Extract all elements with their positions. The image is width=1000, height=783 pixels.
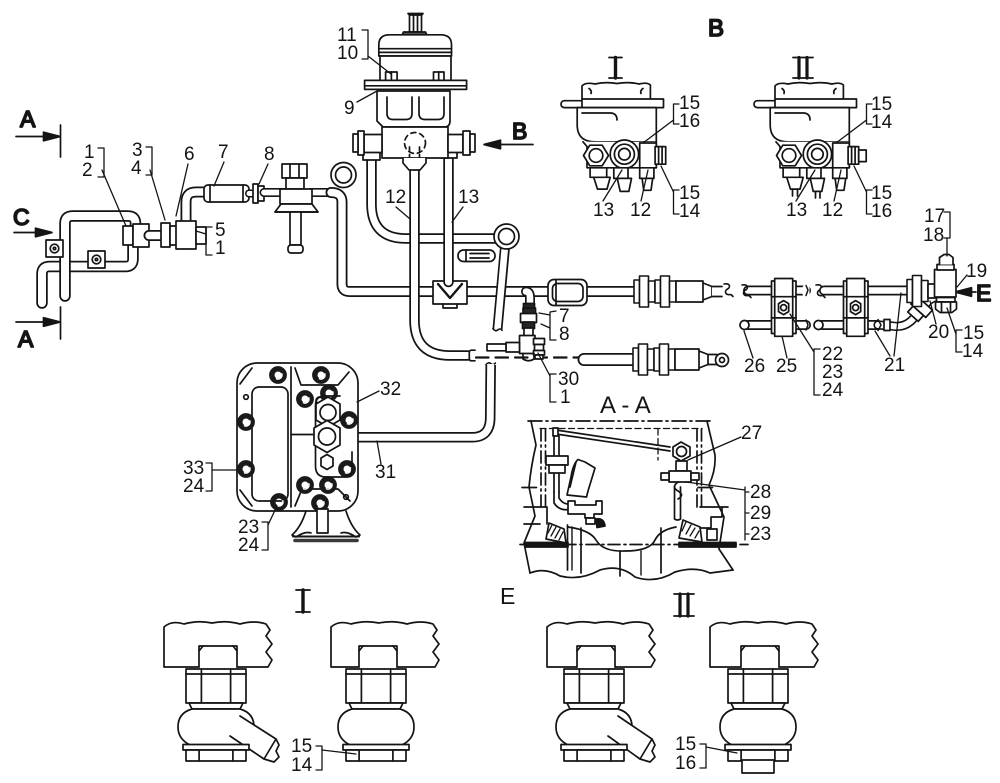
svg-text:33: 33: [183, 458, 204, 479]
svg-text:20: 20: [928, 322, 949, 343]
svg-text:3: 3: [132, 140, 143, 161]
svg-text:24: 24: [238, 535, 260, 556]
svg-text:19: 19: [966, 261, 987, 282]
svg-text:15: 15: [291, 736, 312, 757]
svg-text:13: 13: [593, 200, 614, 221]
svg-text:15: 15: [679, 93, 700, 114]
svg-text:23: 23: [750, 524, 771, 545]
svg-text:14: 14: [871, 112, 893, 133]
svg-text:12: 12: [630, 200, 651, 221]
svg-text:A - A: A - A: [600, 392, 651, 419]
svg-text:22: 22: [822, 344, 843, 365]
svg-text:11: 11: [337, 25, 357, 46]
svg-text:15: 15: [871, 183, 892, 204]
svg-text:14: 14: [291, 755, 313, 776]
svg-text:28: 28: [750, 482, 771, 503]
svg-text:18: 18: [923, 225, 944, 246]
svg-text:14: 14: [679, 201, 701, 222]
svg-text:2: 2: [82, 160, 93, 181]
svg-text:23: 23: [238, 517, 259, 538]
svg-text:1: 1: [215, 238, 226, 259]
svg-text:23: 23: [822, 362, 843, 383]
svg-text:12: 12: [385, 187, 406, 208]
svg-text:E: E: [500, 583, 515, 609]
svg-text:B: B: [512, 118, 527, 144]
svg-text:15: 15: [963, 323, 984, 344]
svg-text:10: 10: [337, 43, 358, 64]
svg-text:1: 1: [560, 387, 571, 408]
svg-text:6: 6: [184, 144, 195, 165]
svg-text:32: 32: [380, 379, 401, 400]
svg-text:16: 16: [675, 753, 696, 774]
svg-text:5: 5: [215, 220, 226, 241]
svg-text:27: 27: [741, 423, 762, 444]
svg-text:25: 25: [776, 356, 797, 377]
svg-text:C: C: [13, 204, 30, 230]
svg-text:7: 7: [559, 306, 570, 327]
svg-text:8: 8: [559, 324, 570, 345]
svg-text:15: 15: [871, 94, 892, 115]
svg-text:24: 24: [183, 476, 205, 497]
svg-text:29: 29: [750, 503, 771, 524]
svg-text:15: 15: [679, 183, 700, 204]
svg-text:13: 13: [786, 200, 807, 221]
svg-text:4: 4: [131, 158, 142, 179]
svg-text:B: B: [708, 15, 724, 42]
svg-text:24: 24: [822, 380, 844, 401]
svg-text:7: 7: [218, 142, 229, 163]
svg-text:16: 16: [679, 111, 700, 132]
svg-text:13: 13: [458, 187, 479, 208]
svg-text:1: 1: [84, 142, 95, 163]
svg-text:8: 8: [264, 144, 275, 165]
svg-text:A: A: [18, 326, 34, 352]
svg-text:30: 30: [558, 369, 579, 390]
svg-text:14: 14: [962, 341, 984, 362]
svg-text:A: A: [20, 106, 36, 132]
svg-text:9: 9: [344, 98, 355, 119]
svg-text:26: 26: [744, 356, 765, 377]
svg-text:16: 16: [871, 201, 892, 222]
svg-text:E: E: [976, 280, 991, 306]
svg-text:17: 17: [924, 206, 945, 227]
svg-text:21: 21: [884, 355, 905, 376]
svg-text:12: 12: [822, 200, 843, 221]
svg-text:31: 31: [375, 462, 396, 483]
svg-text:15: 15: [675, 734, 696, 755]
